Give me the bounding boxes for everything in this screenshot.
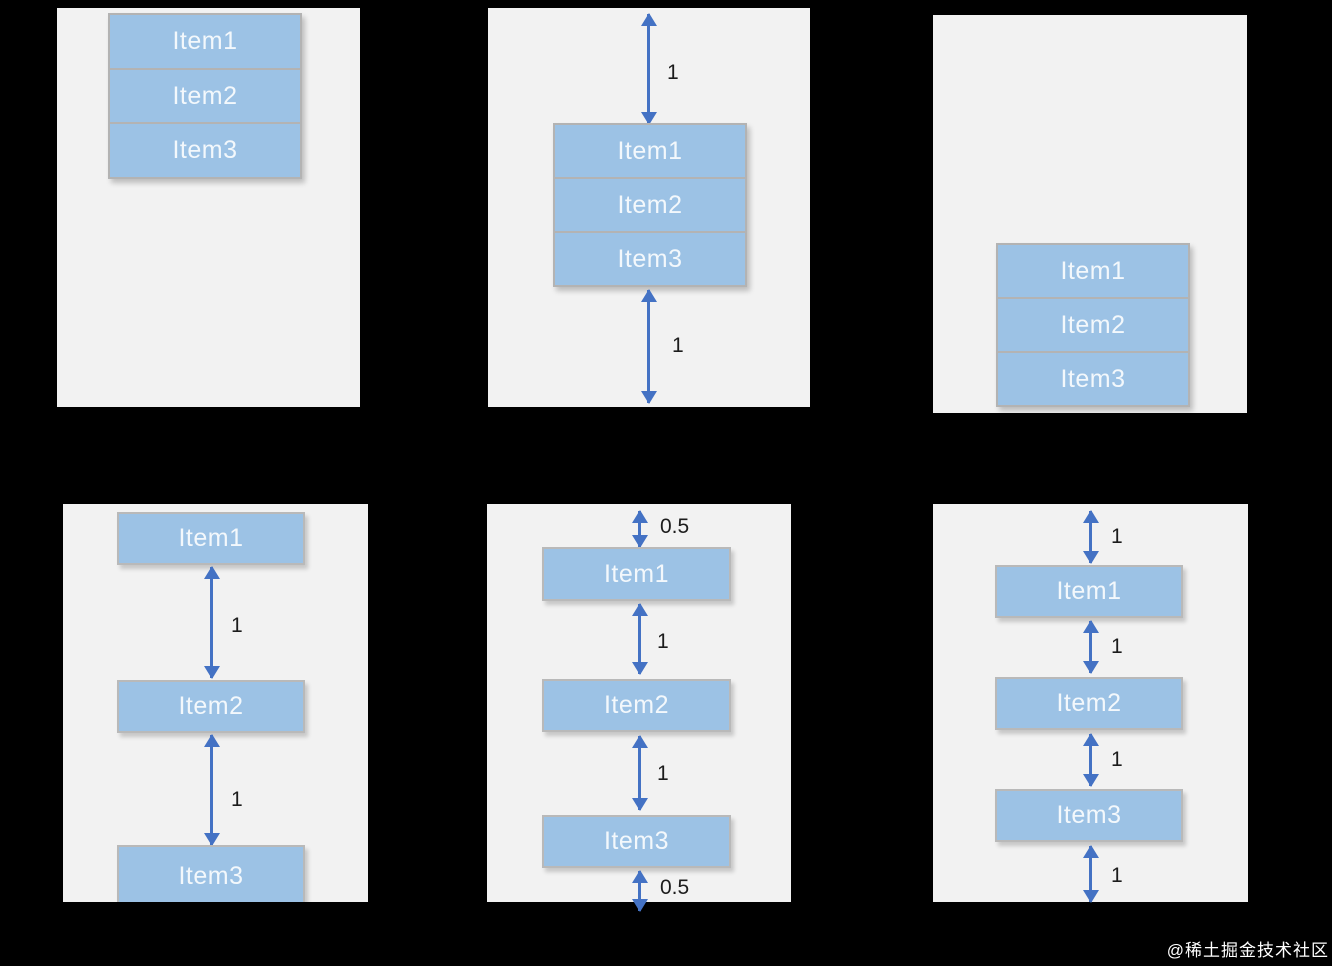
- vertical-double-arrow-icon: [647, 14, 650, 124]
- vertical-double-arrow-icon: [210, 735, 213, 845]
- flex-item: Item2: [995, 677, 1183, 730]
- watermark-text: @稀土掘金技术社区: [1166, 941, 1329, 960]
- vertical-double-arrow-icon: [210, 567, 213, 678]
- vertical-double-arrow-icon: [638, 871, 641, 911]
- flex-item: Item1: [110, 15, 300, 68]
- flex-item: Item1: [542, 547, 731, 601]
- gap-ratio-label: 1: [1111, 635, 1123, 658]
- gap-ratio-label: 1: [1111, 525, 1123, 548]
- flex-container-panel-top-middle: 1 Item1 Item2 Item3 1: [488, 8, 810, 407]
- flex-item: Item1: [998, 245, 1188, 297]
- vertical-double-arrow-icon: [638, 736, 641, 810]
- gap-ratio-label: 1: [657, 630, 669, 653]
- flex-container-panel-bottom-left: Item1 1 Item2 1 Item3: [63, 504, 368, 902]
- flex-item: Item3: [555, 233, 745, 285]
- vertical-double-arrow-icon: [638, 511, 641, 547]
- flex-item: Item1: [995, 565, 1183, 618]
- flex-item: Item1: [555, 125, 745, 177]
- flex-item: Item2: [998, 299, 1188, 351]
- gap-ratio-label: 1: [1111, 864, 1123, 887]
- flex-container-panel-bottom-middle: 0.5 Item1 1 Item2 1 Item3 0.5: [487, 504, 791, 911]
- flex-item: Item2: [555, 179, 745, 231]
- flex-item: Item3: [117, 845, 305, 902]
- item-group: Item1 Item2 Item3: [553, 123, 747, 287]
- gap-ratio-label: 1: [657, 762, 669, 785]
- gap-ratio-label: 0.5: [660, 876, 690, 899]
- flex-item: Item3: [998, 353, 1188, 405]
- vertical-double-arrow-icon: [1089, 621, 1092, 673]
- gap-ratio-label: 0.5: [660, 515, 690, 538]
- flex-item: Item3: [542, 815, 731, 868]
- gap-ratio-label: 1: [672, 334, 684, 357]
- flex-item: Item2: [110, 69, 300, 123]
- flex-item: Item2: [117, 680, 305, 733]
- flex-item: Item1: [117, 512, 305, 565]
- flex-item: Item3: [110, 124, 300, 178]
- gap-ratio-label: 1: [231, 614, 243, 637]
- flex-item: Item3: [995, 789, 1183, 842]
- vertical-double-arrow-icon: [638, 604, 641, 674]
- flex-container-panel-bottom-right: 1 Item1 1 Item2 1 Item3 1: [933, 504, 1248, 902]
- vertical-double-arrow-icon: [1089, 511, 1092, 563]
- item-group: Item1 Item2 Item3: [108, 13, 302, 179]
- vertical-double-arrow-icon: [1089, 734, 1092, 786]
- flex-item: Item2: [542, 679, 731, 732]
- gap-ratio-label: 1: [667, 61, 679, 84]
- flex-container-panel-top-right: Item1 Item2 Item3: [933, 15, 1247, 413]
- item-group: Item1 Item2 Item3: [996, 243, 1190, 407]
- vertical-double-arrow-icon: [647, 290, 650, 403]
- vertical-double-arrow-icon: [1089, 846, 1092, 902]
- flex-container-panel-top-left: Item1 Item2 Item3: [57, 8, 360, 407]
- gap-ratio-label: 1: [231, 788, 243, 811]
- gap-ratio-label: 1: [1111, 748, 1123, 771]
